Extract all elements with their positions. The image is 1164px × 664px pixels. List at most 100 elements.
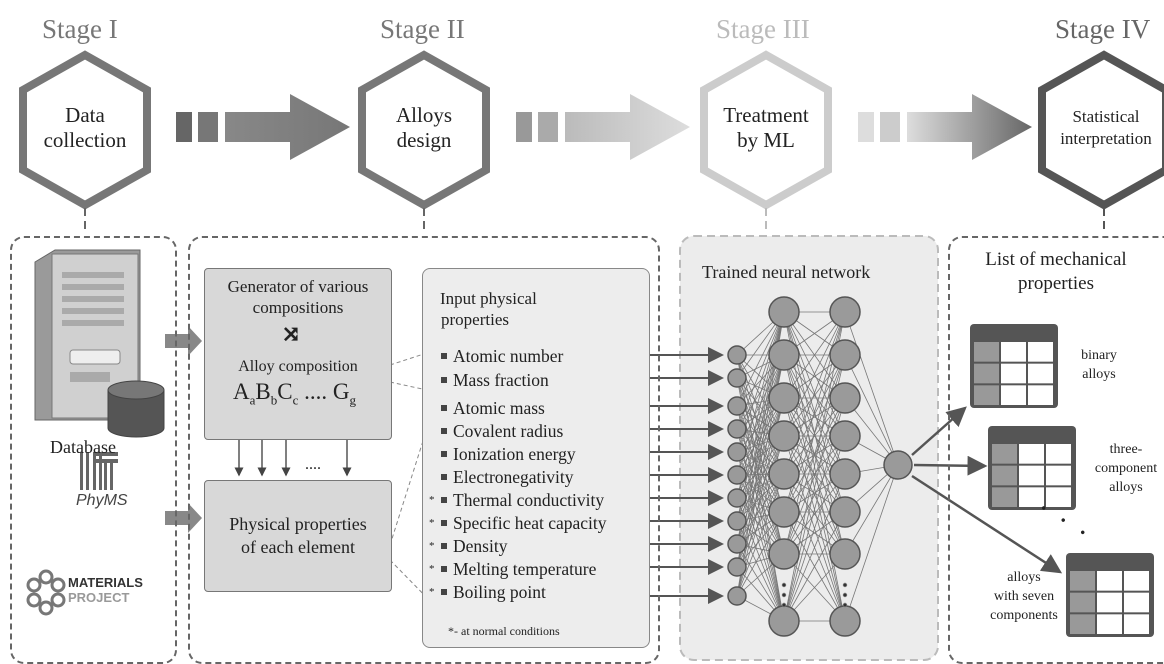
star-marker: *	[429, 540, 435, 552]
property-label: Atomic number	[453, 346, 564, 366]
hidden2-neuron	[829, 296, 861, 328]
property-label: Mass fraction	[453, 370, 549, 390]
property-item: Atomic mass	[441, 398, 545, 419]
stage3-hexagon	[700, 50, 832, 210]
bullet-square	[441, 565, 447, 572]
nn-connection	[736, 311, 785, 407]
property-label: Atomic mass	[453, 398, 545, 418]
hidden1-neuron	[768, 339, 800, 371]
nn-connection	[844, 464, 899, 622]
input-neuron	[727, 419, 747, 439]
property-item: *Density	[429, 536, 507, 557]
input-neuron	[727, 345, 747, 365]
property-item: Mass fraction	[441, 370, 549, 391]
nn-ellipsis-dot	[781, 582, 787, 588]
output-tables	[970, 324, 1154, 637]
star-marker: *	[429, 494, 435, 506]
input-neuron	[727, 396, 747, 416]
phyms-logo	[80, 452, 118, 490]
input-neuron	[727, 534, 747, 554]
input-neuron	[727, 465, 747, 485]
bullet-square	[441, 376, 447, 383]
nn-ellipsis-dot	[842, 582, 848, 588]
input-properties-box	[422, 268, 650, 648]
stage3-title: Stage III	[716, 14, 810, 44]
alloy-formula: AaBbCc .... Gg	[233, 379, 356, 408]
stage2-hex-label: Alloys design	[395, 103, 452, 152]
stage4-hexagon	[1038, 50, 1164, 210]
database-label: Database	[50, 437, 116, 457]
bullet-square	[441, 496, 447, 503]
property-label: Specific heat capacity	[453, 513, 607, 533]
stage3-hex-label: Treatment by ML	[723, 103, 809, 152]
bullet-square	[441, 542, 447, 549]
stage2-title: Stage II	[380, 14, 465, 44]
neural-network-title: Trained neural network	[702, 262, 871, 282]
arrow-phyms-to-physical	[165, 503, 202, 533]
input-neuron	[727, 368, 747, 388]
bullet-square	[441, 473, 447, 480]
input-neuron	[727, 511, 747, 531]
stage1-title: Stage I	[42, 14, 118, 44]
nn-connection	[844, 311, 899, 466]
generator-title-line1: Generator of various	[227, 277, 369, 296]
bullet-square	[441, 588, 447, 595]
bullet-square	[441, 404, 447, 411]
nn-connection	[783, 511, 846, 622]
nn-connection	[736, 428, 785, 622]
hidden1-neuron	[768, 496, 800, 528]
hidden2-neuron	[829, 458, 861, 490]
property-label: Boiling point	[453, 582, 546, 602]
output-neuron	[883, 450, 913, 480]
nn-connection	[783, 311, 846, 399]
stage4-title-line1: List of mechanical	[985, 249, 1127, 270]
arrow-stage3-to-4	[858, 94, 1032, 160]
star-marker: *	[429, 563, 435, 575]
bullet-square	[441, 450, 447, 457]
property-label: Ionization energy	[453, 444, 576, 464]
property-label: Electronegativity	[453, 467, 574, 487]
alloy-composition-label: Alloy composition	[238, 358, 358, 375]
property-item: * Melting temperature	[429, 559, 597, 580]
table-binary-alloys	[970, 324, 1058, 408]
stage1-hex-label: Data collection	[43, 103, 127, 152]
nn-connection	[736, 473, 785, 597]
property-item: *Thermal conductivity	[429, 490, 604, 511]
table-seven-component-alloys	[1066, 553, 1154, 637]
nn-ellipsis-dot	[781, 602, 787, 608]
phyms-logo-text: PhyMS	[76, 492, 128, 509]
input-title-line2: properties	[441, 310, 509, 329]
hidden1-neuron	[768, 382, 800, 414]
hidden1-neuron	[768, 605, 800, 637]
input-neuron	[727, 442, 747, 462]
physprop-line1: Physical properties	[229, 514, 367, 534]
hidden2-neuron	[829, 605, 861, 637]
table-three-component-alloys	[988, 426, 1076, 510]
hidden1-neuron	[768, 538, 800, 570]
nn-connection	[844, 354, 899, 466]
materials-logo-line2: PROJECT	[68, 590, 130, 605]
nn-connection	[783, 354, 846, 475]
hidden2-neuron	[829, 420, 861, 452]
stage4-hex-label: Statistical interpretation	[1060, 107, 1152, 148]
footnote: *- at normal conditions	[448, 624, 560, 638]
input-neuron	[727, 488, 747, 508]
input-properties-title: Input physical properties	[440, 288, 537, 330]
hidden1-neuron	[768, 420, 800, 452]
property-item: *Specific heat capacity	[429, 513, 607, 534]
neural-network	[727, 296, 913, 637]
nn-ellipsis-dot	[842, 602, 848, 608]
input-title-line1: Input physical	[440, 289, 537, 308]
nn-ellipsis-dot	[842, 592, 848, 598]
input-neuron	[727, 586, 747, 606]
star-marker: *	[429, 586, 435, 598]
bullet-square	[441, 519, 447, 526]
physprop-line2: of each element	[241, 537, 355, 557]
property-label: Melting temperature	[453, 559, 597, 579]
stage1-hexagon	[19, 50, 151, 210]
nn-connection	[736, 473, 785, 568]
